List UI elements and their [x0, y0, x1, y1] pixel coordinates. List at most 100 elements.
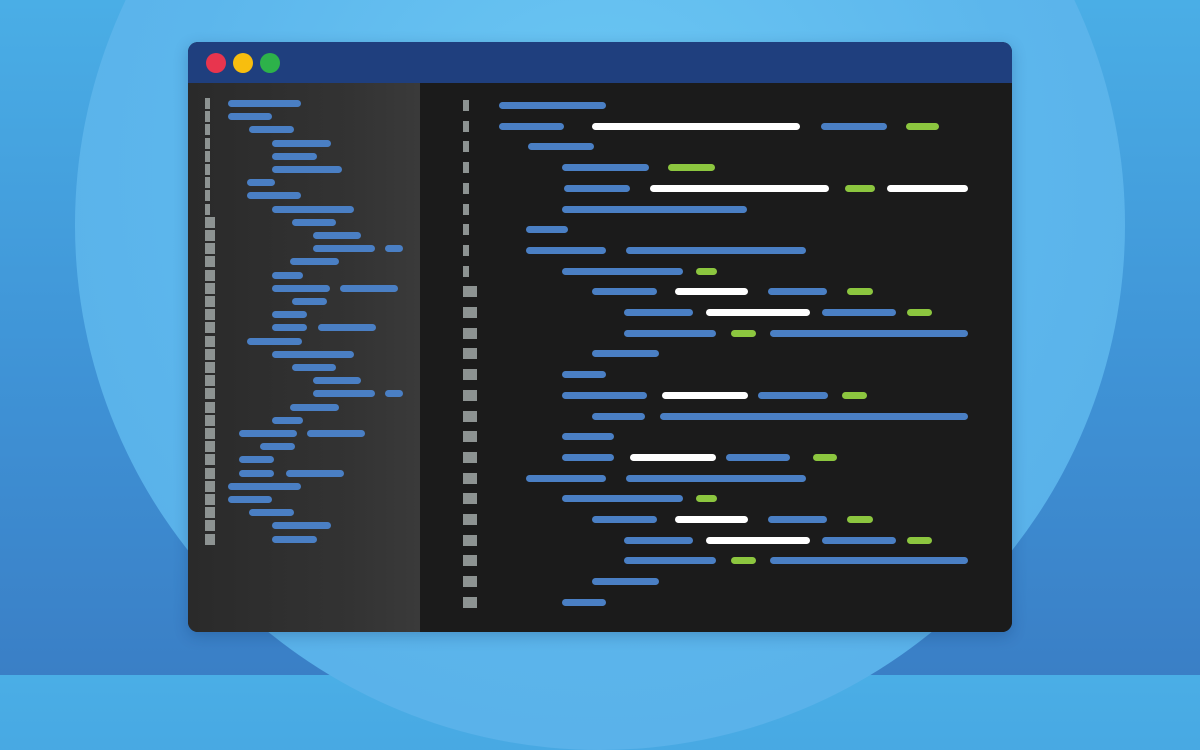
code-line-bar — [228, 113, 272, 121]
code-line-bar — [526, 474, 606, 482]
code-line-bar — [318, 324, 376, 332]
line-number-marker — [463, 493, 477, 505]
code-line-bar — [668, 164, 715, 172]
code-line-bar — [822, 536, 896, 544]
line-number-marker — [205, 428, 215, 439]
code-line-bar — [228, 496, 272, 503]
close-dot-icon[interactable] — [206, 53, 226, 73]
code-line-bar — [272, 152, 317, 160]
code-line-bar — [247, 179, 275, 187]
code-line-bar — [592, 412, 645, 420]
line-number-marker — [205, 533, 215, 545]
code-line-bar — [313, 232, 361, 239]
line-number-marker — [463, 327, 477, 339]
line-number-marker — [205, 137, 210, 149]
line-number-marker — [205, 520, 215, 532]
code-line-bar — [624, 536, 693, 544]
code-line-bar — [592, 350, 659, 358]
code-line-bar — [706, 309, 810, 316]
line-number-marker — [463, 141, 469, 153]
line-number-marker — [205, 454, 215, 466]
line-number-marker — [463, 203, 469, 215]
line-number-marker — [463, 514, 477, 525]
maximize-dot-icon[interactable] — [260, 53, 280, 73]
line-number-marker — [463, 265, 469, 277]
line-number-marker — [463, 431, 477, 443]
code-line-bar — [562, 453, 614, 461]
code-line-bar — [562, 205, 747, 213]
code-editor-pane — [420, 83, 1012, 632]
code-line-bar — [239, 469, 274, 477]
line-number-marker — [205, 216, 215, 228]
line-number-marker — [205, 243, 215, 255]
code-line-bar — [272, 324, 307, 332]
line-number-marker — [463, 472, 477, 484]
line-number-marker — [463, 555, 477, 567]
code-line-bar — [239, 430, 297, 437]
code-line-bar — [696, 495, 717, 503]
code-line-bar — [228, 482, 301, 490]
code-line-bar — [385, 245, 403, 253]
code-line-bar — [272, 166, 342, 173]
line-number-marker — [463, 410, 477, 422]
code-line-bar — [290, 258, 339, 266]
code-line-bar — [272, 522, 331, 530]
code-line-bar — [385, 390, 403, 398]
line-number-marker — [205, 309, 215, 321]
code-line-bar — [813, 453, 837, 461]
file-tree-sidebar — [188, 83, 420, 632]
code-line-bar — [675, 288, 748, 296]
code-line-bar — [696, 267, 717, 275]
code-line-bar — [562, 598, 606, 606]
line-number-marker — [463, 369, 477, 381]
code-line-bar — [272, 284, 330, 292]
code-line-bar — [247, 192, 301, 200]
code-line-bar — [260, 443, 295, 451]
line-number-marker — [205, 296, 215, 307]
code-line-bar — [624, 557, 716, 565]
line-number-marker — [463, 244, 469, 256]
code-line-bar — [526, 246, 606, 254]
code-line-bar — [726, 453, 790, 461]
line-number-marker — [463, 348, 477, 360]
code-line-bar — [564, 184, 630, 192]
code-line-bar — [768, 516, 827, 523]
line-number-marker — [463, 286, 477, 298]
code-line-bar — [675, 516, 748, 523]
code-line-bar — [290, 403, 339, 411]
line-number-marker — [205, 256, 215, 268]
code-line-bar — [307, 430, 365, 437]
code-line-bar — [249, 509, 294, 517]
line-number-marker — [205, 282, 215, 294]
code-line-bar — [907, 309, 932, 316]
code-line-bar — [562, 267, 683, 275]
code-line-bar — [292, 218, 336, 226]
code-line-bar — [272, 205, 354, 213]
code-line-bar — [650, 184, 829, 192]
code-line-bar — [526, 226, 568, 234]
code-line-bar — [731, 329, 756, 337]
line-number-marker — [463, 576, 477, 588]
code-line-bar — [847, 288, 873, 296]
code-line-bar — [313, 390, 375, 398]
minimize-dot-icon[interactable] — [233, 53, 253, 73]
code-line-bar — [228, 100, 301, 107]
line-number-marker — [463, 534, 477, 546]
code-line-bar — [624, 309, 693, 316]
code-line-bar — [499, 102, 606, 109]
code-line-bar — [907, 536, 932, 544]
line-number-marker — [205, 203, 210, 215]
line-number-marker — [463, 596, 477, 608]
code-line-bar — [626, 474, 806, 482]
code-editor-window — [188, 42, 1012, 632]
code-line-bar — [562, 371, 606, 379]
code-line-bar — [272, 311, 307, 319]
code-line-bar — [313, 377, 361, 385]
code-line-bar — [562, 495, 683, 503]
line-number-marker — [463, 120, 469, 132]
code-line-bar — [592, 288, 657, 296]
code-line-bar — [286, 469, 344, 477]
line-number-marker — [205, 467, 215, 479]
code-line-bar — [562, 391, 647, 399]
line-number-marker — [205, 230, 215, 241]
